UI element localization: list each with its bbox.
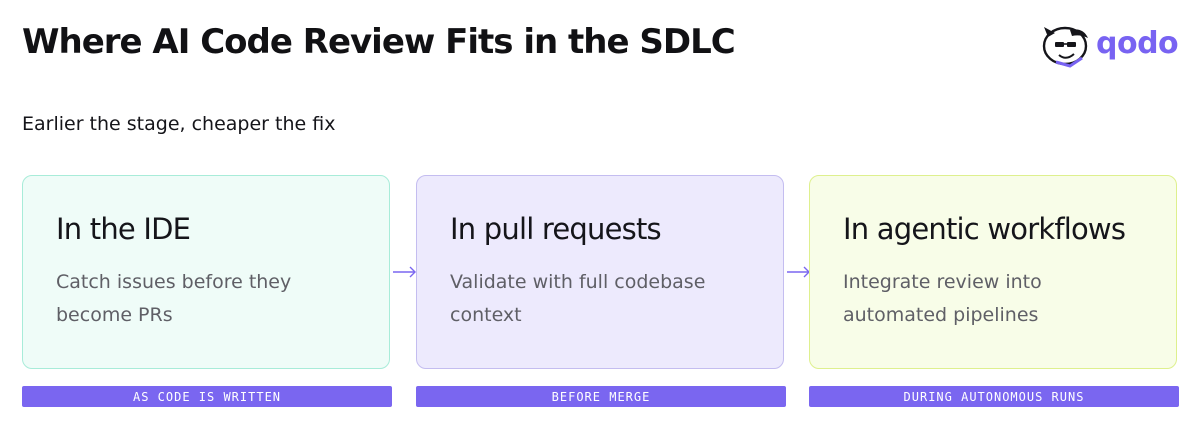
stage-card-ide: In the IDE Catch issues before they beco… [22,175,390,369]
stage-label-as-code-is-written: AS CODE IS WRITTEN [22,386,392,407]
stage-card-description: Integrate review into automated pipeline… [843,271,1042,326]
stage-label-before-merge: BEFORE MERGE [416,386,786,407]
stage-card-heading: In the IDE [56,212,191,246]
stage-card-agentic-workflows: In agentic workflows Integrate review in… [809,175,1177,369]
stage-card-description: Validate with full codebase context [450,271,706,326]
stage-card-pull-requests: In pull requests Validate with full code… [416,175,784,369]
stage-label-during-autonomous-runs: DURING AUTONOMOUS RUNS [809,386,1179,407]
arrow-right-icon [393,266,416,278]
stage-card-heading: In pull requests [450,212,662,246]
qodo-mascot-icon [1042,26,1088,68]
qodo-logo: qodo [1040,20,1185,70]
stage-card-heading: In agentic workflows [843,212,1126,246]
logo-wordmark: qodo [1096,25,1179,61]
page-title: Where AI Code Review Fits in the SDLC [22,22,736,62]
page-subtitle: Earlier the stage, cheaper the fix [22,113,336,135]
stage-card-description: Catch issues before they become PRs [56,271,292,326]
